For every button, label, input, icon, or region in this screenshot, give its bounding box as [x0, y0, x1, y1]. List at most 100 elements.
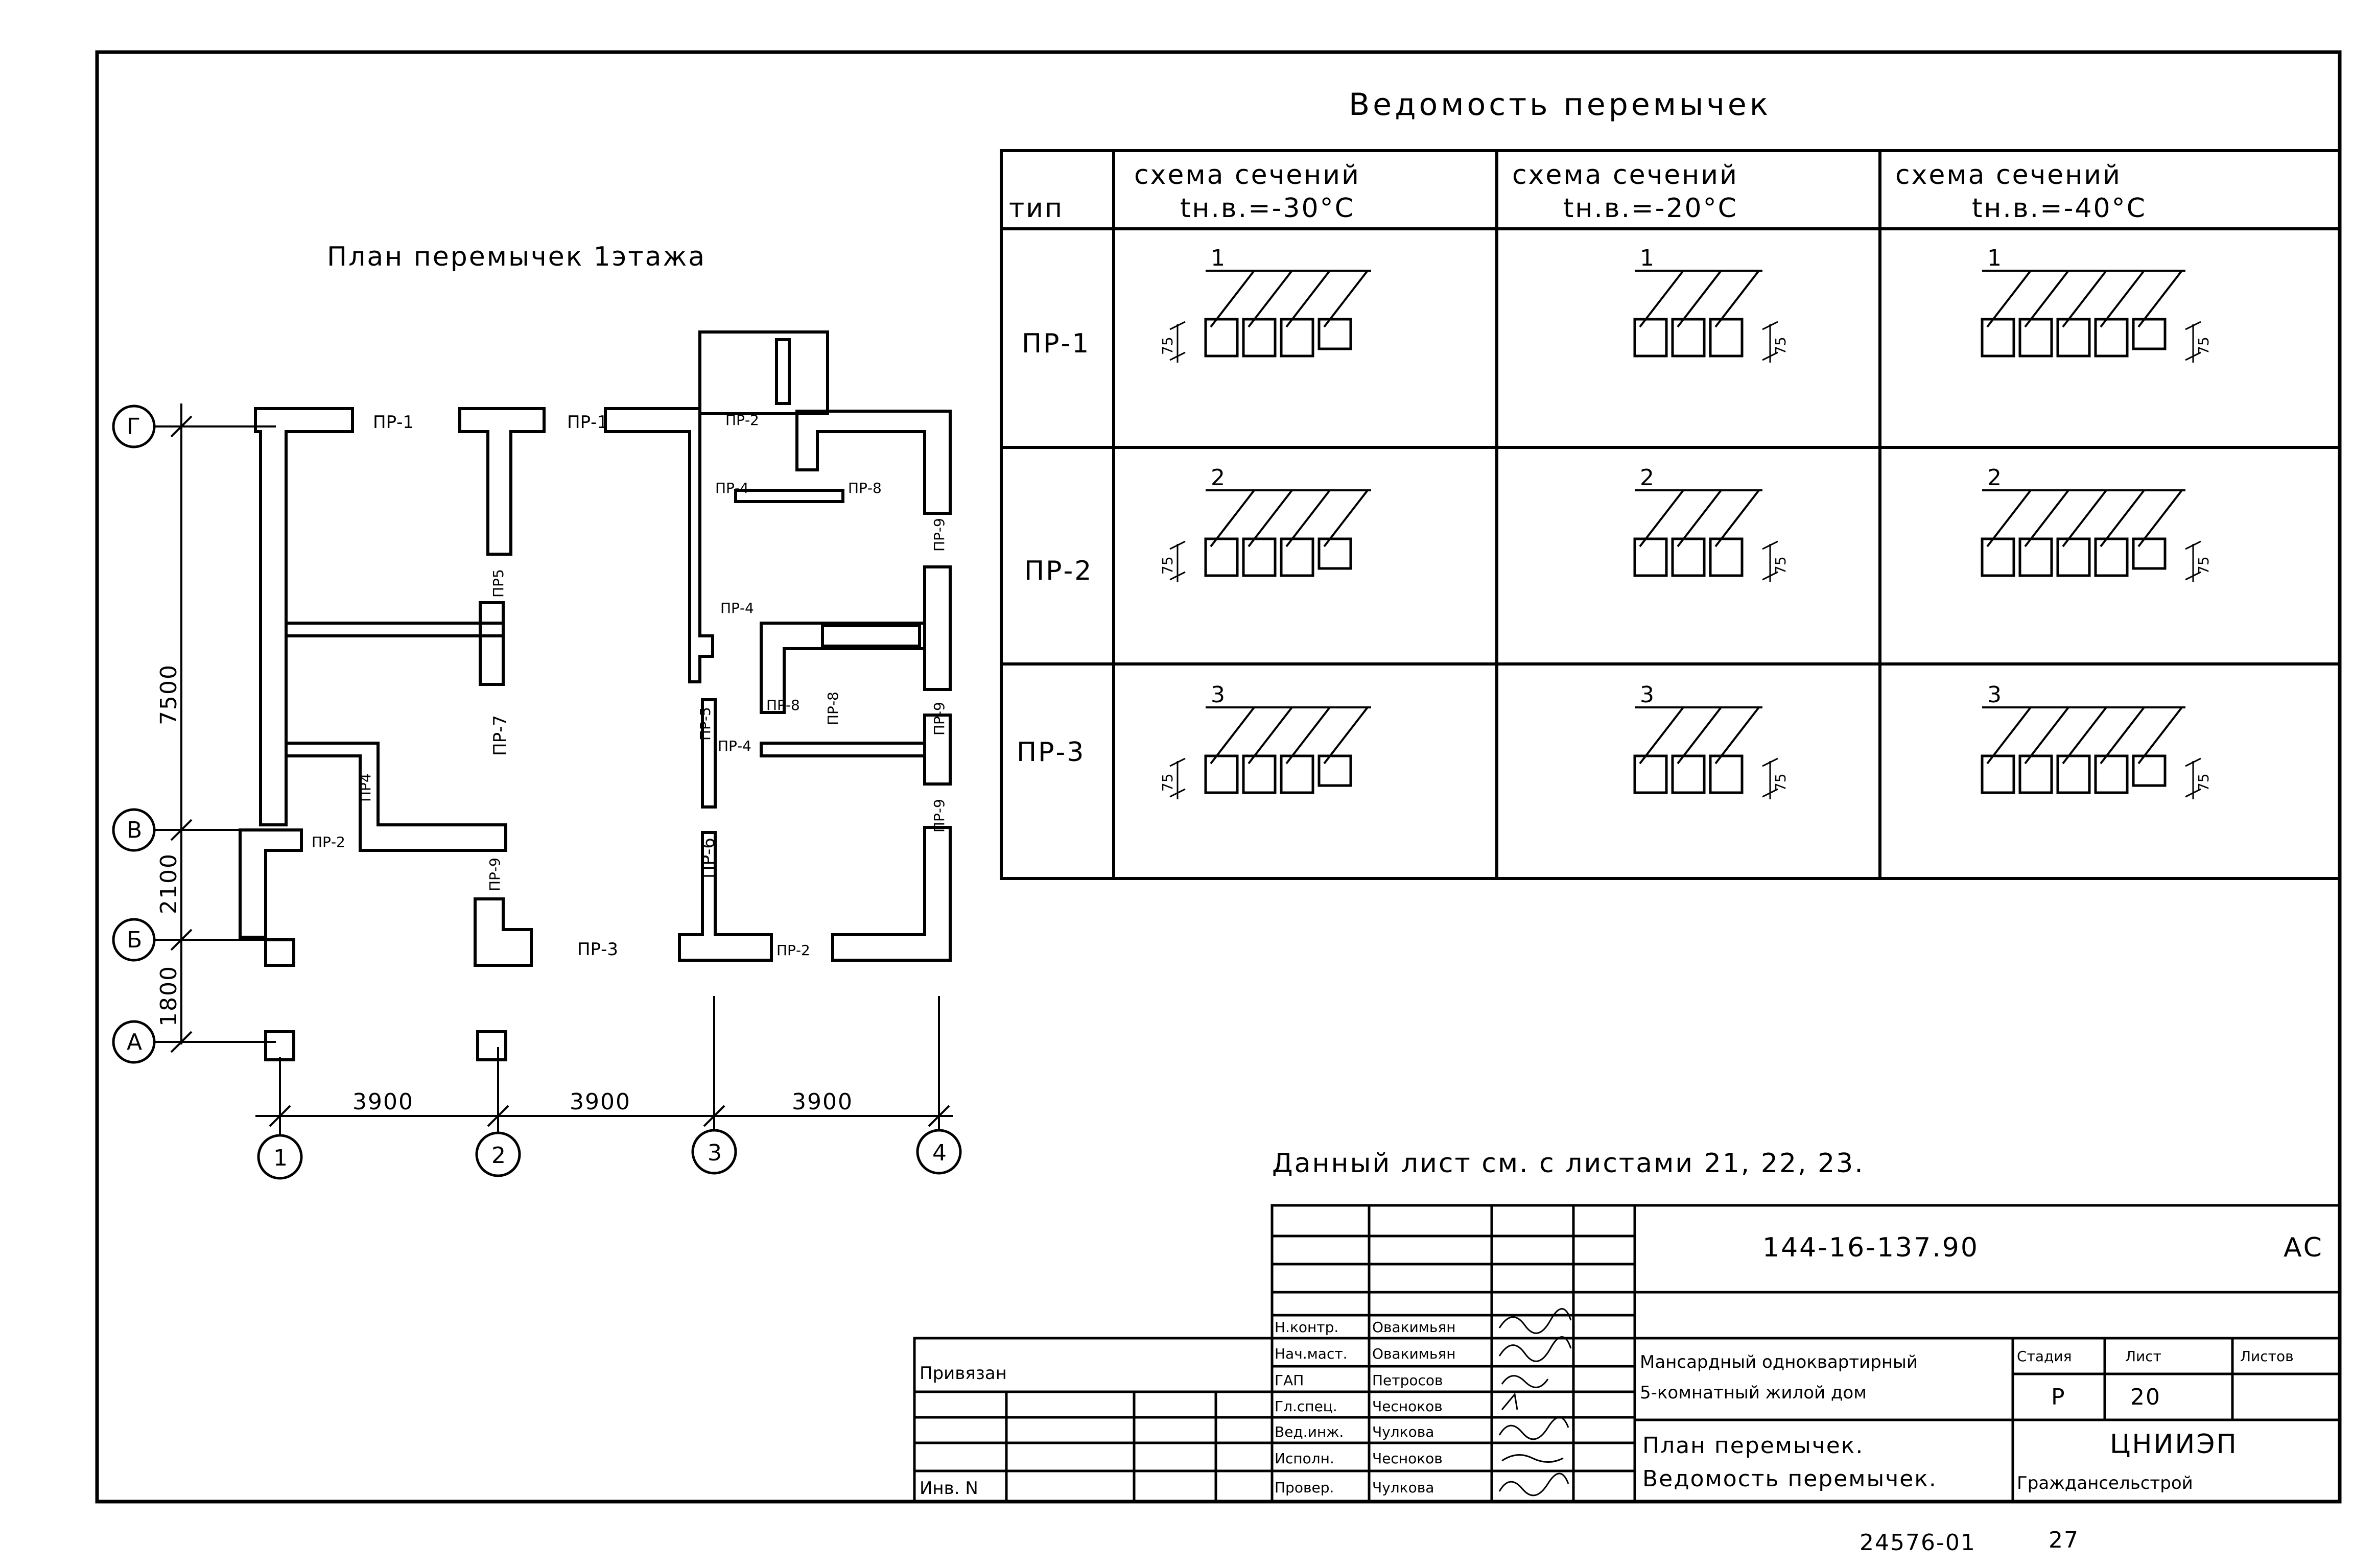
axis-label-2: 2: [491, 1143, 507, 1169]
scheme-leader: [1285, 489, 1331, 548]
sheet-label: Лист: [2125, 1348, 2161, 1365]
scheme-dim-label: 75: [2195, 337, 2212, 355]
schedule-row2-type: ПР-2: [1024, 556, 1093, 586]
scheme-box: [1280, 537, 1314, 577]
lintel-label: ПР-8: [825, 692, 841, 725]
lintel-label: ПР-3: [577, 939, 618, 960]
scheme-dim-tick: [1169, 351, 1186, 361]
scheme-dim-tick: [1762, 321, 1778, 330]
scheme-leader: [1248, 706, 1293, 765]
project-name-line2: 5-комнатный жилой дом: [1640, 1383, 1867, 1403]
scheme-dim-tick: [1762, 540, 1778, 550]
role-name: Овакимьян: [1372, 1345, 1456, 1362]
title-block: 144-16-137.90 АС Привязан Инв. N Н.контр…: [913, 1204, 2341, 1556]
scheme-box: [2094, 318, 2129, 358]
lintel-label: ПР-4: [720, 600, 754, 616]
scheme-box: [2056, 537, 2091, 577]
scheme-box: [2132, 754, 2167, 787]
dim-x-1: 3900: [352, 1089, 414, 1115]
org-line1: ЦНИИЭП: [2110, 1429, 2238, 1460]
org-line2: Гражданcельстрой: [2017, 1473, 2193, 1493]
scheme-leader: [2100, 270, 2145, 328]
scheme-mark: 3: [1987, 682, 2003, 708]
axis-label-b: Б: [127, 927, 143, 953]
scheme-leader: [1677, 489, 1722, 548]
wall-mid-b: [760, 742, 926, 757]
lintel-label: ПР-2: [777, 942, 810, 959]
scheme-box: [1204, 754, 1239, 794]
scheme-dim-tick: [1169, 571, 1186, 581]
role-label: Исполн.: [1275, 1450, 1334, 1467]
schedule-row3-type: ПР-3: [1017, 737, 1085, 768]
lintel-label: ПР5: [490, 569, 507, 598]
scheme-leader: [1639, 270, 1684, 328]
scheme-mark: 1: [1211, 245, 1226, 271]
wall-b-post: [264, 938, 295, 967]
axis-bubbles: [112, 405, 962, 1180]
schedule-head-col1: схема сечений: [1134, 160, 1360, 191]
scheme-dim-tick: [1762, 788, 1778, 798]
scheme-dim-label: 75: [1159, 337, 1176, 355]
scheme-box: [1709, 537, 1744, 577]
wall-inner-box: [821, 624, 921, 648]
scheme-mark: 2: [1640, 465, 1655, 491]
scheme-dim-label: 75: [1772, 556, 1789, 575]
wall-inner-4: [734, 489, 844, 503]
wall-g-right-stub: [458, 407, 546, 556]
scheme-dim-tick: [2185, 321, 2201, 330]
signatures: [1498, 1308, 1572, 1496]
schedule-head-col2: схема сечений: [1512, 160, 1738, 191]
scheme-mark: 3: [1640, 682, 1655, 708]
scheme-mark: 2: [1211, 465, 1226, 491]
schedule-head-col1-temp: tн.в.=-30°С: [1180, 193, 1355, 224]
scheme-leader: [2100, 706, 2145, 765]
scheme-box: [1242, 318, 1277, 358]
role-name: Овакимьян: [1372, 1319, 1456, 1336]
stage-label: Стадия: [2017, 1348, 2072, 1365]
sheet-title-line2: Ведомость перемычек.: [1642, 1466, 1937, 1492]
scheme-box: [2132, 318, 2167, 350]
lintel-label: ПР-4: [715, 480, 749, 496]
scheme-leader: [1210, 270, 1255, 328]
dim-y-2: 2100: [156, 853, 182, 914]
scheme-leader: [2137, 489, 2183, 548]
axis-label-1: 1: [273, 1145, 289, 1171]
lintel-label: ПР-7: [490, 715, 510, 756]
role-label: Нач.маст.: [1275, 1345, 1348, 1362]
scheme-dim-tick: [2185, 571, 2201, 581]
scheme-leader: [2062, 706, 2107, 765]
scheme-mark: 3: [1211, 682, 1226, 708]
role-label: Гл.спец.: [1275, 1398, 1337, 1415]
lintel-label: ПР-9: [931, 702, 948, 735]
axis-label-v: В: [127, 817, 143, 843]
scheme-leader: [2062, 270, 2107, 328]
lintel-label: ПР-9: [931, 799, 948, 833]
wall-axis3-top: [604, 407, 714, 683]
wall-axis3-lower: [678, 831, 773, 962]
wall-room-left: [285, 622, 505, 637]
scheme-dim-tick: [1762, 351, 1778, 361]
plan-title: План перемычек 1этажа: [327, 242, 706, 272]
axis-label-4: 4: [932, 1140, 948, 1166]
stamp-roles: Н.контр. Овакимьян Нач.маст. Овакимьян Г…: [1275, 1319, 1456, 1496]
plan-lintel-labels: ПР-1 ПР-1 ПР-2 ПР-4 ПР-8 ПР-9 ПР5 ПР-4 П…: [312, 412, 948, 960]
dimension-lines: [154, 403, 953, 1135]
lintel-label: ПР-9: [486, 858, 503, 891]
scheme-leader: [1714, 270, 1760, 328]
axis-label-a: А: [127, 1029, 143, 1055]
lintel-schedule: Ведомость перемычек тип схема сечений tн…: [1000, 87, 2341, 880]
scheme-box: [1204, 537, 1239, 577]
scheme-leader: [2024, 706, 2069, 765]
scheme-dim-tick: [1169, 757, 1186, 767]
scheme-box: [1317, 318, 1352, 350]
scheme-dim-tick: [2185, 757, 2201, 767]
stamp-inv: Инв. N: [920, 1478, 978, 1499]
stamp-mark: АС: [2284, 1232, 2323, 1263]
scheme-box: [2094, 537, 2129, 577]
project-name-line1: Мансардный одноквартирный: [1640, 1352, 1918, 1372]
scheme-leader: [2137, 270, 2183, 328]
scheme-leader: [1677, 270, 1722, 328]
scheme-box: [1981, 754, 2015, 794]
scheme-leader: [2024, 489, 2069, 548]
scheme-dim-tick: [1762, 571, 1778, 581]
